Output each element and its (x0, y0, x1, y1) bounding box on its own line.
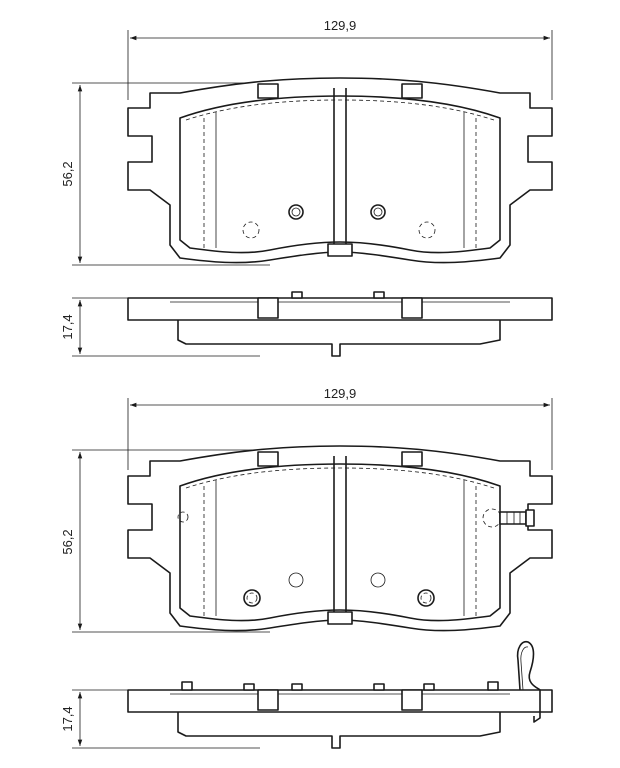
bottom-backing-plate (127, 445, 553, 632)
bottom-height-dimension: 56,2 (60, 529, 75, 554)
top-pad-side-view: 17,4 (60, 291, 553, 357)
bottom-side-backing (127, 689, 553, 713)
top-side-backing (127, 297, 553, 321)
bottom-pad-side-view: 17,4 (60, 640, 553, 749)
top-hole-icon (242, 221, 260, 239)
bottom-pin-icon (370, 572, 386, 588)
wear-sensor-icon (482, 508, 535, 528)
top-height-dimension: 56,2 (60, 161, 75, 186)
bottom-pin-icon (288, 572, 304, 588)
bottom-hole-icon (417, 589, 435, 607)
top-hole-icon (418, 221, 436, 239)
top-clip-left (257, 83, 279, 99)
top-clip-right (401, 83, 423, 99)
sensor-wire-icon (516, 640, 541, 723)
bottom-hole-icon (243, 589, 261, 607)
top-pin-icon (288, 204, 304, 220)
top-backing-plate (127, 77, 553, 264)
top-friction-block (179, 95, 501, 254)
bottom-thickness-dimension: 17,4 (60, 706, 75, 731)
top-pad-front-view: 129,9 56,2 (60, 18, 553, 266)
bottom-pad-front-view: 129,9 56,2 (60, 386, 553, 633)
bottom-width-dimension: 129,9 (324, 386, 357, 401)
top-pin-icon (370, 204, 386, 220)
top-thickness-dimension: 17,4 (60, 314, 75, 339)
bottom-friction-block (179, 463, 501, 622)
top-center-notch (327, 243, 353, 257)
top-width-dimension: 129,9 (324, 18, 357, 33)
